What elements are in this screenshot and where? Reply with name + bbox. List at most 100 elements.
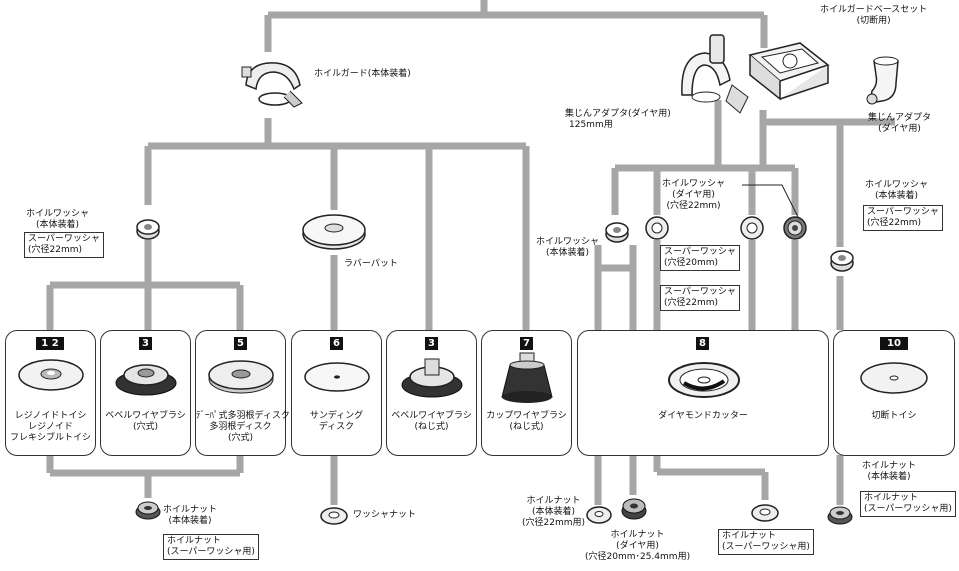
nut-right-label-line1: ホイルナット (862, 461, 917, 471)
super-washer-right-box-line1: スーパーワッシャ (867, 207, 939, 217)
rubber-pad-icon (302, 214, 366, 250)
washer-mid-label-line1: ホイルワッシャ (536, 237, 600, 247)
product-name-line1: サンディング (309, 411, 364, 421)
wheel-nut-right-icon (827, 506, 853, 525)
super-washer-22-box-line1: スーパーワッシャ (664, 287, 736, 297)
washer-left-label-line1: ホイルワッシャ (26, 209, 90, 219)
nut-d1-label: ホイルナット (本体装着) (穴径22mm用) (522, 496, 585, 529)
super-washer-right-box: スーパーワッシャ (穴径22mm) (863, 205, 943, 231)
connector-bottom-diamond (594, 455, 769, 505)
product-name-line3: フレキシブルトイシ (9, 433, 91, 443)
wheel-nut-d3-icon (751, 504, 779, 522)
connector-guard (144, 118, 530, 330)
washer-mid-label-line2: (本体装着) (545, 248, 590, 258)
product-name: サンディング ディスク (292, 411, 381, 433)
nut-right-label: ホイルナット (本体装着) (862, 461, 916, 483)
guard-base-set-label-line2: (切断用) (856, 16, 891, 26)
product-name-line1: レジノイドトイシ (14, 411, 87, 421)
guard-base-set-icon (748, 42, 830, 101)
product-badge: 8 (696, 337, 709, 350)
product-card-flap-disc: 5 ﾃﾞｰﾊﾟ式多羽根ディスク 多羽根ディスク (穴式) (195, 330, 290, 456)
product-name-line1: 切断トイシ (871, 411, 917, 421)
product-card-sanding-disc: 6 サンディング ディスク (291, 330, 382, 456)
wheel-washer-right-icon (830, 250, 854, 272)
nut-d1-label-line1: ホイルナット (526, 496, 581, 506)
super-washer-20-box-line2: (穴径20mm) (664, 258, 719, 268)
washer-left-label-line2: (本体装着) (35, 220, 80, 230)
super-washer-22-box: スーパーワッシャ (穴径22mm) (660, 285, 740, 311)
product-badge: 10 (880, 337, 908, 350)
product-badge: 3 (425, 337, 438, 350)
connector-bottom-left (46, 455, 244, 498)
product-badge: 3 (139, 337, 152, 350)
wheel-washer-mid-icon (605, 222, 629, 243)
cup-wire-brush-icon (501, 352, 553, 403)
nut-d3-box-line2: (スーパーワッシャ用) (722, 542, 810, 552)
nut-left-label-line1: ホイルナット (163, 505, 218, 515)
washer-diamond-label: ホイルワッシャ (ダイヤ用) (穴径22mm) (662, 179, 725, 212)
dust-adapter-diamond-label-line2: (ダイヤ用) (878, 124, 921, 134)
connector-left (46, 240, 244, 330)
nut-d2-label: ホイルナット (ダイヤ用) (穴径20mm･25.4mm用) (585, 530, 690, 563)
wheel-washer-diamond-icon (783, 216, 807, 240)
connector-top (264, 0, 768, 52)
nut-d3-box: ホイルナット (スーパーワッシャ用) (718, 529, 814, 555)
nut-d1-label-line3: (穴径22mm用) (522, 518, 586, 528)
washer-right-label-line1: ホイルワッシャ (865, 180, 929, 190)
nut-right-label-line2: (本体装着) (867, 472, 911, 482)
nut-left-label-line2: (本体装着) (168, 516, 212, 526)
product-name-line2: (ねじ式) (509, 422, 544, 432)
wheel-nut-left-icon (135, 501, 161, 520)
product-name-line1: ﾃﾞｰﾊﾟ式多羽根ディスク (196, 411, 290, 421)
super-washer-22-box-line2: (穴径22mm) (664, 298, 719, 308)
super-washer-20-box: スーパーワッシャ (穴径20mm) (660, 245, 740, 271)
product-name: ベベルワイヤブラシ (穴式) (101, 411, 190, 433)
product-badge: 5 (234, 337, 247, 350)
nut-d2-label-line2: (ダイヤ用) (616, 541, 659, 551)
product-name-line1: ベベルワイヤブラシ (105, 411, 186, 421)
washer-right-label: ホイルワッシャ (本体装着) (865, 180, 928, 202)
wheel-guard-icon (241, 62, 303, 108)
product-name-line2: レジノイド (28, 422, 73, 432)
bevel-wire-brush-screw-icon (401, 358, 463, 398)
washer-diamond-label-line1: ホイルワッシャ (662, 179, 726, 189)
product-card-diamond-cutter: 8 ダイヤモンドカッター (577, 330, 829, 456)
washer-left-label: ホイルワッシャ (本体装着) (26, 209, 89, 231)
product-name-line2: (ねじ式) (414, 422, 449, 432)
washer-diamond-label-line2: (ダイヤ用) (672, 190, 715, 200)
product-card-bevel-brush-screw: 3 ベベルワイヤブラシ (ねじ式) (386, 330, 477, 456)
product-name: ﾃﾞｰﾊﾟ式多羽根ディスク 多羽根ディスク (穴式) (196, 411, 290, 444)
cutoff-wheel-icon (860, 362, 928, 394)
diamond-cutter-icon (668, 362, 740, 398)
product-badge: 1 2 (36, 337, 64, 350)
super-washer-20-box-line1: スーパーワッシャ (664, 247, 736, 257)
product-card-resinoid: 1 2 レジノイドトイシ レジノイド フレキシブルトイシ (5, 330, 96, 456)
product-card-cutoff-wheel: 10 切断トイシ (833, 330, 955, 456)
nut-d2-label-line3: (穴径20mm･25.4mm用) (585, 552, 691, 562)
dust-adapter-diamond-label-line1: 集じんアダプタ (868, 113, 932, 123)
nut-left-box-line1: ホイルナット (167, 536, 222, 546)
product-name: カップワイヤブラシ (ねじ式) (482, 411, 571, 433)
super-washer-left-box-line1: スーパーワッシャ (28, 234, 100, 244)
connector-diamond (594, 240, 799, 330)
product-badge: 6 (330, 337, 343, 350)
product-card-cup-brush: 7 カップワイヤブラシ (ねじ式) (481, 330, 572, 456)
guard-base-set-label: ホイルガードベースセット (切断用) (820, 5, 927, 27)
connector-right (611, 100, 799, 215)
wheel-nut-d2-icon (621, 498, 647, 520)
wheel-guard-label: ホイルガード(本体装着) (314, 69, 411, 79)
product-name-line1: ダイヤモンドカッター (658, 411, 748, 421)
dust-adapter-diamond-icon (866, 56, 899, 105)
dust-adapter-125-label-line1: 集じんアダプタ(ダイヤ用) (565, 109, 671, 119)
nut-left-box-line2: (スーパーワッシャ用) (167, 547, 255, 557)
dust-adapter-diamond-label: 集じんアダプタ (ダイヤ用) (868, 113, 931, 135)
super-washer-right-box-line2: (穴径22mm) (867, 218, 922, 228)
nut-d1-label-line2: (本体装着) (531, 507, 576, 517)
product-name: ベベルワイヤブラシ (ねじ式) (387, 411, 476, 433)
guard-base-set-label-line1: ホイルガードベースセット (820, 5, 928, 15)
product-name: ダイヤモンドカッター (578, 411, 828, 422)
washer-nut-label: ワッシャナット (353, 510, 417, 520)
nut-right-box-line1: ホイルナット (864, 493, 919, 503)
super-washer-22-icon (740, 216, 764, 240)
